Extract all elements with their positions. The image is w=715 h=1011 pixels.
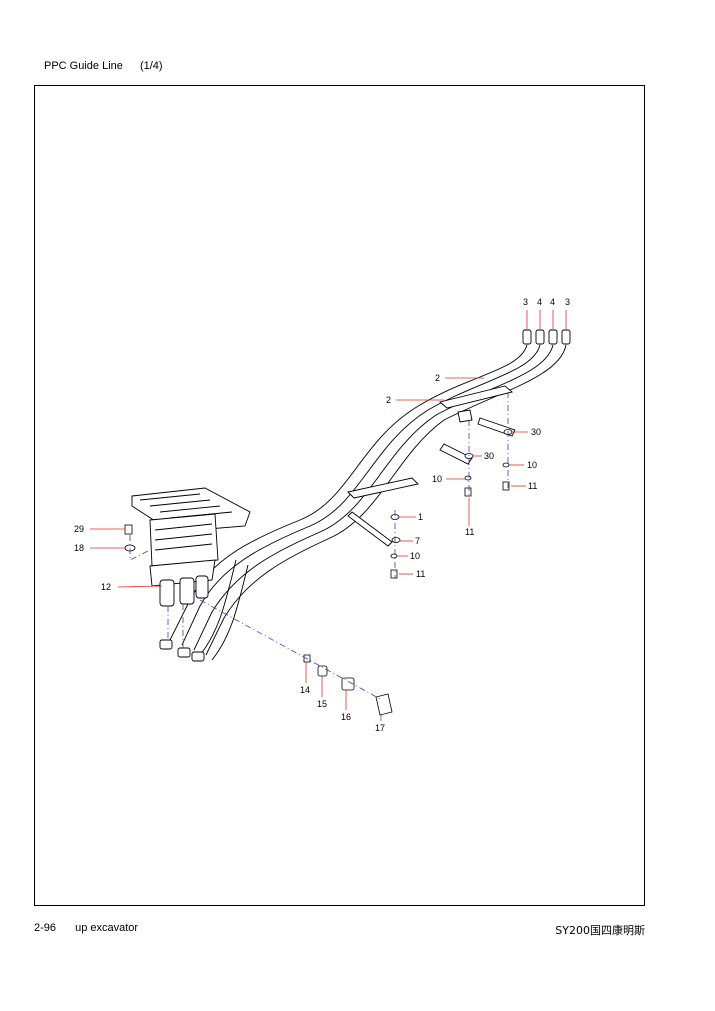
callout-15: 15 xyxy=(317,699,327,709)
callout-1: 1 xyxy=(418,512,423,522)
callout-14: 14 xyxy=(300,685,310,695)
callout-4b: 4 xyxy=(550,297,555,307)
callout-7: 7 xyxy=(415,536,420,546)
guide-lines xyxy=(129,392,509,701)
callout-3a: 3 xyxy=(523,297,528,307)
header-page-fraction: (1/4) xyxy=(139,60,163,72)
callout-labels: 3 4 4 3 2 2 30 30 10 10 11 11 1 7 10 11 … xyxy=(74,297,570,733)
leader-lines xyxy=(90,310,567,721)
callout-17: 17 xyxy=(375,723,385,733)
callout-2a: 2 xyxy=(435,373,440,383)
callout-10b: 10 xyxy=(432,474,442,484)
callout-11a: 11 xyxy=(528,481,537,491)
model-name: SY200国四康明斯 xyxy=(555,924,645,937)
callout-4a: 4 xyxy=(537,297,542,307)
page-number: 2-96 xyxy=(34,922,57,934)
page-footer: 2-96 up excavator xyxy=(34,922,138,934)
callout-30b: 30 xyxy=(484,451,494,461)
callout-29: 29 xyxy=(74,524,84,534)
callout-11c: 11 xyxy=(416,569,425,579)
callout-16: 16 xyxy=(341,712,351,722)
diagram-frame xyxy=(34,85,645,906)
callout-3b: 3 xyxy=(565,297,570,307)
hose-bundle xyxy=(169,344,567,661)
callout-10c: 10 xyxy=(410,551,420,561)
pedal-valve-assembly xyxy=(131,487,251,607)
callout-18: 18 xyxy=(74,543,84,553)
callout-11b: 11 xyxy=(465,527,474,537)
hose-fittings xyxy=(159,329,571,662)
footer-subtitle: up excavator xyxy=(75,922,139,934)
page-header: PPC Guide Line (1/4) xyxy=(44,60,163,72)
callout-2b: 2 xyxy=(386,395,391,405)
callout-30a: 30 xyxy=(531,427,541,437)
header-title: PPC Guide Line xyxy=(44,60,123,72)
clamp-brackets xyxy=(347,385,516,547)
callout-12: 12 xyxy=(101,582,111,592)
callout-10a: 10 xyxy=(527,460,537,470)
